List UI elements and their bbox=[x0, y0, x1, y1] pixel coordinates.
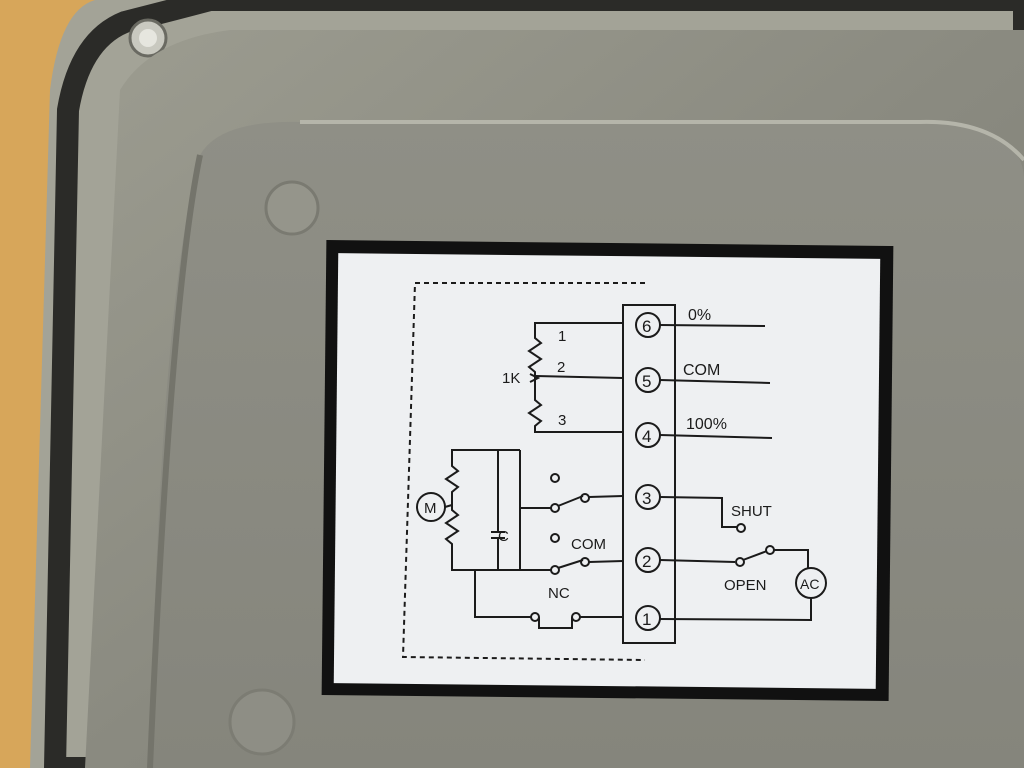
output-0-label: 0% bbox=[688, 307, 711, 324]
wiring-diagram bbox=[401, 282, 827, 661]
housing-gasket bbox=[43, 0, 1024, 768]
pot-tap-1-label: 1 bbox=[558, 328, 566, 345]
potentiometer bbox=[527, 322, 623, 433]
motor-label: M bbox=[424, 500, 437, 517]
switch-com-label: COM bbox=[571, 536, 606, 553]
mounting-boss bbox=[264, 180, 320, 236]
ac-label: AC bbox=[800, 576, 819, 592]
terminal-4-label: 4 bbox=[642, 427, 651, 446]
terminal-5-label: 5 bbox=[642, 372, 651, 391]
pot-value-label: 1K bbox=[502, 370, 520, 387]
pot-tap-2-label: 2 bbox=[557, 359, 565, 376]
pot-tap-3-label: 3 bbox=[558, 412, 566, 429]
capacitor-label: C bbox=[498, 528, 509, 545]
switch-nc-label: NC bbox=[548, 585, 570, 602]
dashed-enclosure bbox=[401, 282, 646, 661]
terminal-6-label: 6 bbox=[642, 317, 651, 336]
shut-label: SHUT bbox=[731, 503, 772, 520]
open-label: OPEN bbox=[724, 577, 767, 594]
terminal-3-label: 3 bbox=[642, 489, 651, 508]
terminal-strip bbox=[622, 304, 676, 644]
output-com-label: COM bbox=[683, 362, 720, 379]
terminal-2-label: 2 bbox=[642, 552, 651, 571]
wiring-label: 6 5 4 3 2 1 0% COM 100% 1K 1 2 3 M C COM… bbox=[321, 240, 894, 701]
terminal-1-label: 1 bbox=[642, 610, 651, 629]
motor-winding bbox=[444, 449, 521, 571]
output-100-label: 100% bbox=[686, 416, 727, 433]
